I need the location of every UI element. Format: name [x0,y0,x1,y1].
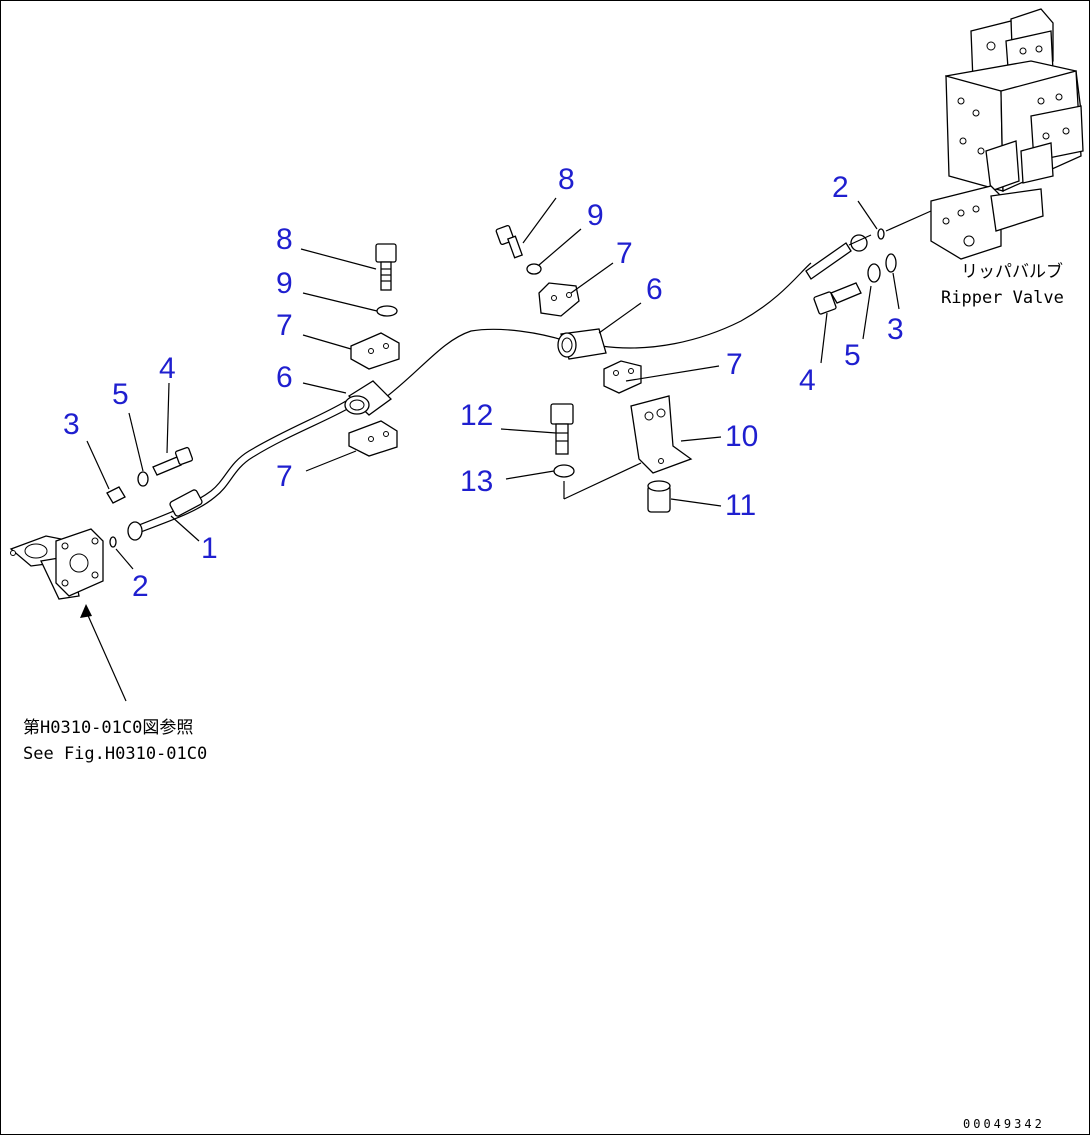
callout-7: 7 [276,309,293,342]
hose-assembly [127,234,872,541]
callout-4: 4 [799,364,816,397]
ripper-valve-label-jp: リッパバルブ [961,261,1063,282]
callout-5: 5 [112,378,129,411]
callout-7: 7 [616,237,633,270]
clamp-7-upper-left [350,332,400,370]
washer-5-right [867,263,881,283]
callout-9: 9 [587,199,604,232]
bolt-12 [550,403,574,455]
callout-2: 2 [132,570,149,603]
callout-7: 7 [726,348,743,381]
callout-5: 5 [844,339,861,372]
callout-8: 8 [558,163,575,196]
bolt-4-right [813,282,862,315]
callout-10: 10 [725,420,758,453]
washer-9-middle [526,263,542,275]
drawing-code: 00049342 [963,1117,1045,1131]
bolt-8-left [375,243,397,291]
callout-6: 6 [276,361,293,394]
callout-2: 2 [832,171,849,204]
spacer-11 [647,480,671,513]
ripper-valve-label-en: Ripper Valve [941,288,1064,308]
bracket-10 [630,395,693,474]
clamp-6-right [557,328,607,360]
bolt-8-middle [495,225,524,259]
callout-3: 3 [63,408,80,441]
callout-1: 1 [201,532,218,565]
callout-8: 8 [276,223,293,256]
split-flange-3-right [885,253,897,273]
callout-9: 9 [276,267,293,300]
washer-13 [553,464,575,478]
clamp-7-upper-middle [538,282,580,317]
washer-5-left [137,471,149,487]
elbow-flange-drawing [9,528,104,600]
leader-lines [80,197,900,702]
callout-numbers: 8 9 7 6 7 3 5 4 1 2 8 9 7 6 7 12 13 10 1… [63,163,904,603]
o-ring-2-left [109,536,117,548]
reference-note-jp: 第H0310-01C0図参照 [23,718,193,738]
callout-4: 4 [159,352,176,385]
o-ring-2-right [877,228,885,240]
clamp-7-right [603,360,642,394]
callout-12: 12 [460,399,493,432]
bolt-4-left [152,446,194,476]
callout-6: 6 [646,273,663,306]
washer-9-left [376,305,398,317]
clamp-6-left [344,380,392,416]
ripper-valve-drawing [930,8,1084,260]
callout-13: 13 [460,465,493,498]
split-flange-3-left [106,486,126,504]
callout-7: 7 [276,460,293,493]
callout-3: 3 [887,313,904,346]
callout-11: 11 [725,489,756,522]
clamp-7-lower-left [348,420,398,457]
reference-note-en: See Fig.H0310-01C0 [23,744,207,764]
